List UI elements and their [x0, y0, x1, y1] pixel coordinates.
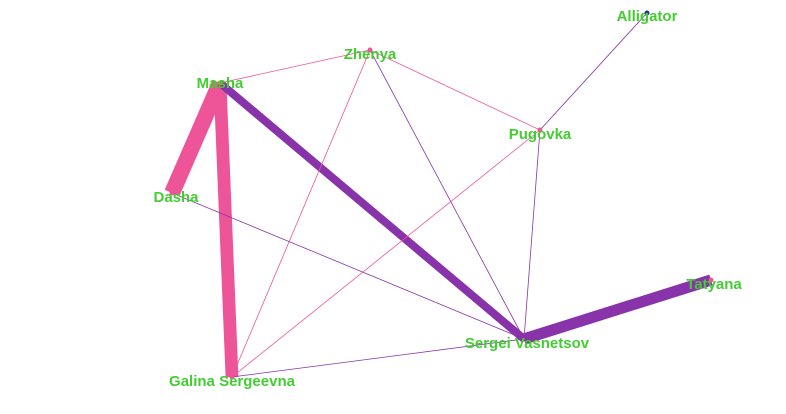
label-galina: Galina Sergeevna — [169, 373, 296, 390]
edge-sergei-tatyana — [522, 274, 713, 345]
node-tatyana[interactable] — [708, 277, 714, 283]
node-alligator[interactable] — [644, 10, 650, 16]
edge-zhenya-pugovka — [369, 49, 541, 131]
edge-masha-galina — [213, 82, 239, 378]
edge-galina-sergei — [231, 338, 525, 378]
node-sergei[interactable] — [521, 336, 527, 342]
node-zhenya[interactable] — [367, 47, 373, 53]
label-layer: Masha Zhenya Alligator Pugovka Dasha Tat… — [153, 8, 742, 390]
edge-zhenya-sergei — [369, 49, 525, 340]
node-dasha[interactable] — [169, 190, 175, 196]
edge-zhenya-galina — [231, 49, 371, 378]
edge-pugovka-alligator — [539, 12, 648, 131]
edge-masha-dasha — [164, 79, 228, 197]
label-sergei: Sergei Vasnetsov — [465, 335, 590, 352]
edge-layer — [164, 12, 713, 378]
node-masha[interactable] — [217, 80, 223, 86]
label-masha: Masha — [197, 75, 244, 92]
label-zhenya: Zhenya — [344, 46, 397, 63]
node-layer — [169, 10, 714, 380]
edge-pugovka-sergei — [523, 129, 541, 340]
node-galina[interactable] — [229, 374, 235, 380]
label-tatyana: Tatyana — [686, 276, 742, 293]
edge-masha-zhenya — [219, 49, 371, 84]
edge-pugovka-galina — [231, 129, 541, 378]
edge-masha-sergei — [217, 79, 527, 343]
label-alligator: Alligator — [617, 8, 678, 25]
label-pugovka: Pugovka — [509, 126, 572, 143]
label-dasha: Dasha — [153, 189, 199, 206]
edge-dasha-sergei — [171, 192, 525, 340]
node-pugovka[interactable] — [537, 127, 543, 133]
